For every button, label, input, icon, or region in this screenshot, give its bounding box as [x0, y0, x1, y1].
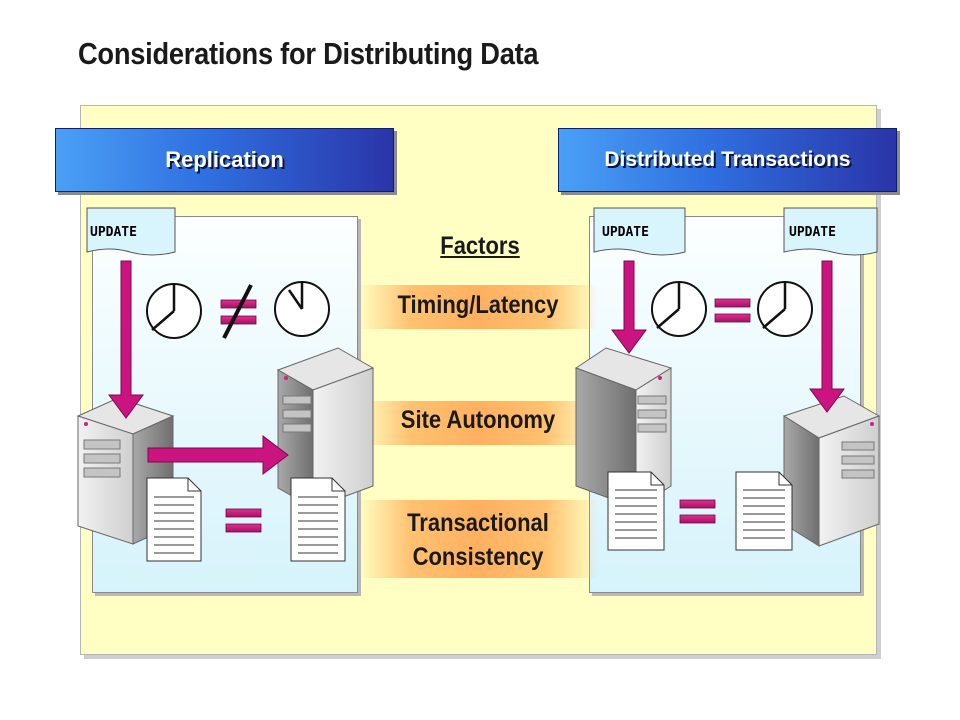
factor-band-timing	[358, 285, 598, 329]
factor-transactional-consistency: Transactional Consistency	[407, 509, 549, 571]
factors-heading: Factors	[440, 232, 520, 260]
server-icon	[782, 395, 881, 547]
document-icon	[290, 477, 346, 562]
factor-band-site	[358, 401, 598, 445]
document-icon	[735, 471, 793, 551]
update-flag-icon: UPDATE	[86, 207, 176, 256]
slide-title: Considerations for Distributing Data	[78, 36, 539, 71]
document-icon	[146, 477, 202, 562]
arrow-icon	[108, 260, 144, 419]
update-flag-icon: UPDATE	[783, 207, 878, 256]
update-label-left: UPDATE	[90, 225, 137, 240]
factor-site-autonomy: Site Autonomy	[400, 406, 556, 434]
not-equals-icon	[220, 284, 257, 339]
equals-icon	[225, 508, 262, 533]
distributed-transactions-header: Distributed Transactions	[558, 128, 897, 192]
factor-band-transactional	[358, 500, 598, 578]
clock-icon	[274, 281, 330, 337]
update-flag-icon: UPDATE	[593, 207, 686, 256]
equals-icon	[679, 499, 716, 524]
arrow-icon	[147, 434, 289, 476]
clock-icon	[757, 281, 813, 337]
update-label-right-2: UPDATE	[789, 225, 836, 240]
replication-header: Replication	[55, 128, 394, 192]
equals-icon	[714, 298, 751, 323]
update-label-right-1: UPDATE	[602, 225, 649, 240]
document-icon	[607, 471, 665, 551]
clock-icon	[651, 281, 707, 337]
factor-timing-latency: Timing/Latency	[397, 291, 559, 319]
server-icon	[276, 347, 375, 509]
arrow-icon	[611, 260, 647, 354]
clock-icon	[146, 283, 202, 339]
arrow-icon	[809, 260, 845, 413]
